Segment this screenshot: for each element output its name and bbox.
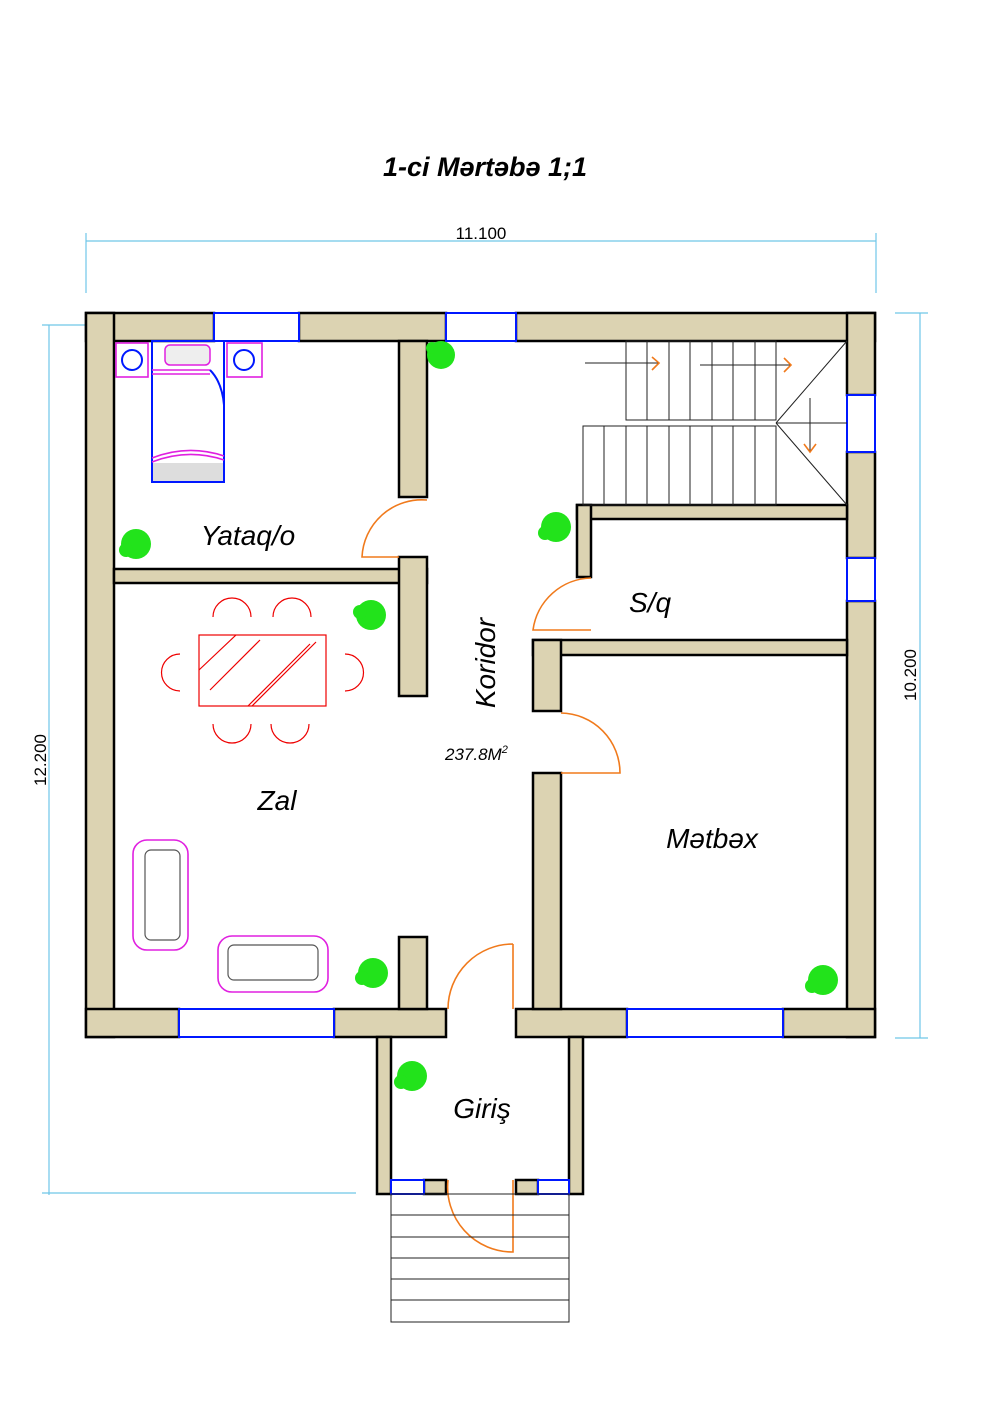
plant-icon bbox=[355, 958, 388, 988]
plant-icon bbox=[353, 600, 386, 630]
bed bbox=[115, 340, 263, 483]
room-label-bedroom: Yataq/o bbox=[201, 520, 295, 551]
dining-table bbox=[160, 597, 365, 744]
room-label-corridor: Koridor bbox=[470, 616, 501, 708]
sofa-set bbox=[132, 839, 329, 993]
doors bbox=[361, 499, 621, 1253]
room-label-storage: S/q bbox=[629, 587, 671, 618]
plant-icon bbox=[805, 965, 838, 995]
dimension-top: 11.100 bbox=[85, 224, 877, 293]
plant-icon bbox=[426, 341, 455, 369]
plant-icon bbox=[119, 529, 151, 559]
plan-title: 1-ci Mərtəbə 1;1 bbox=[383, 152, 587, 182]
area-label: 237.8M2 bbox=[444, 744, 508, 764]
dimension-left: 12.200 bbox=[31, 324, 356, 1195]
room-label-entrance: Giriş bbox=[453, 1093, 511, 1124]
dimension-left-label: 12.200 bbox=[31, 734, 50, 786]
room-label-living: Zal bbox=[257, 785, 298, 816]
dimension-right-label: 10.200 bbox=[901, 649, 920, 701]
plant-icon bbox=[538, 512, 571, 542]
dimension-top-label: 11.100 bbox=[456, 224, 507, 243]
plants bbox=[119, 341, 838, 1091]
staircase bbox=[390, 340, 848, 1323]
windows bbox=[178, 312, 876, 1195]
room-label-kitchen: Mətbəx bbox=[666, 823, 759, 854]
dimension-right: 10.200 bbox=[895, 312, 928, 1039]
entrance-steps bbox=[390, 1193, 570, 1323]
plant-icon bbox=[394, 1061, 427, 1091]
